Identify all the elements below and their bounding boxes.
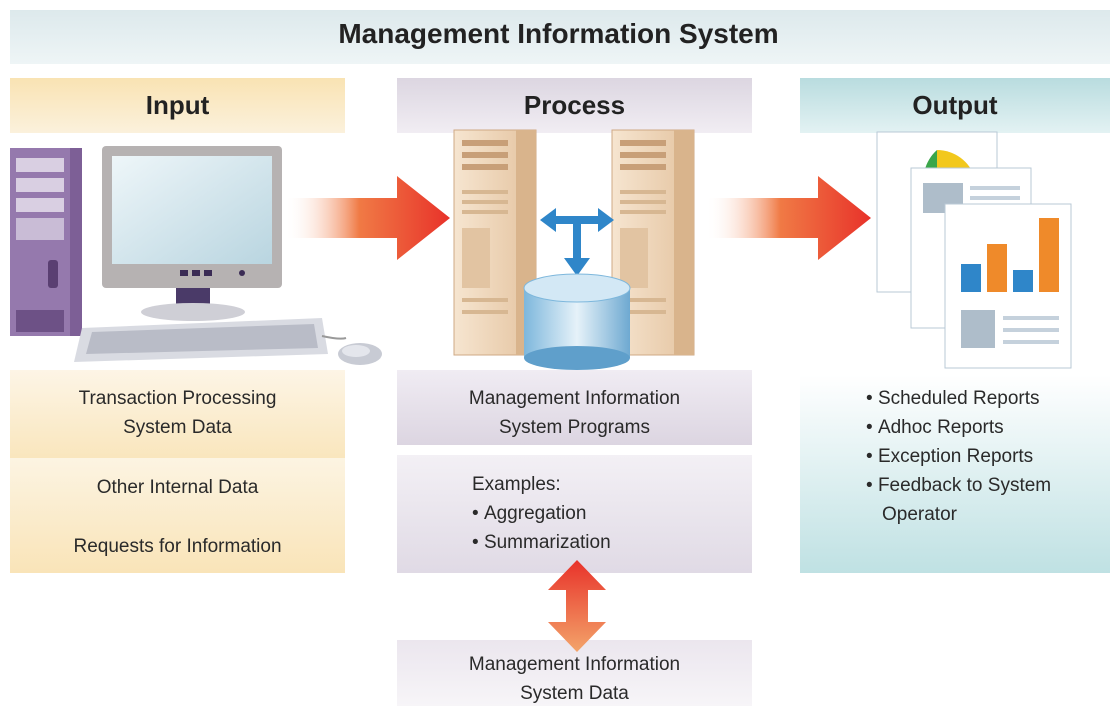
process-data-line1: Management Information bbox=[468, 654, 681, 675]
arrow-right-icon bbox=[285, 176, 450, 260]
process-panel-data bbox=[397, 640, 752, 706]
input-panel-other bbox=[10, 458, 345, 573]
diagram-title: Management Information System bbox=[338, 18, 779, 49]
input-header-band bbox=[10, 78, 345, 133]
input-other-text: Other Internal Data bbox=[96, 477, 259, 498]
input-tps-line2: System Data bbox=[123, 417, 232, 438]
input-panel-tps bbox=[10, 370, 345, 458]
output-heading: Output bbox=[912, 90, 998, 120]
input-heading: Input bbox=[145, 90, 210, 120]
process-data-text: Management Information System Data bbox=[397, 650, 752, 708]
process-programs-line1: Management Information bbox=[468, 388, 681, 409]
output-header-band bbox=[800, 78, 1110, 133]
server-icon bbox=[453, 129, 695, 370]
input-tps-text: Transaction Processing System Data bbox=[10, 384, 345, 442]
title-bar bbox=[10, 10, 1110, 64]
process-programs-line2: System Programs bbox=[499, 417, 650, 438]
arrow-right-icon bbox=[706, 176, 871, 260]
double-arrow-icon bbox=[548, 560, 606, 652]
process-header-band bbox=[397, 78, 752, 133]
report-item: Scheduled Reports bbox=[866, 384, 1051, 413]
process-examples-list: Examples: Aggregation Summarization bbox=[472, 470, 611, 557]
output-reports-list: Scheduled Reports Adhoc Reports Exceptio… bbox=[866, 384, 1051, 529]
report-documents-icon bbox=[876, 131, 1072, 369]
input-tps-line1: Transaction Processing bbox=[78, 388, 277, 409]
desktop-computer-icon bbox=[10, 146, 382, 365]
report-item: Adhoc Reports bbox=[866, 413, 1051, 442]
process-panel-programs bbox=[397, 370, 752, 445]
report-item: Feedback to System bbox=[866, 471, 1051, 500]
input-requests-text: Requests for Information bbox=[73, 536, 282, 557]
example-item: Summarization bbox=[472, 528, 611, 557]
report-item: Exception Reports bbox=[866, 442, 1051, 471]
example-item: Aggregation bbox=[472, 499, 611, 528]
process-heading: Process bbox=[523, 90, 626, 120]
examples-label: Examples: bbox=[472, 474, 561, 495]
process-data-line2: System Data bbox=[520, 683, 629, 704]
process-programs-text: Management Information System Programs bbox=[397, 384, 752, 442]
report-item-continuation: Operator bbox=[882, 504, 957, 525]
